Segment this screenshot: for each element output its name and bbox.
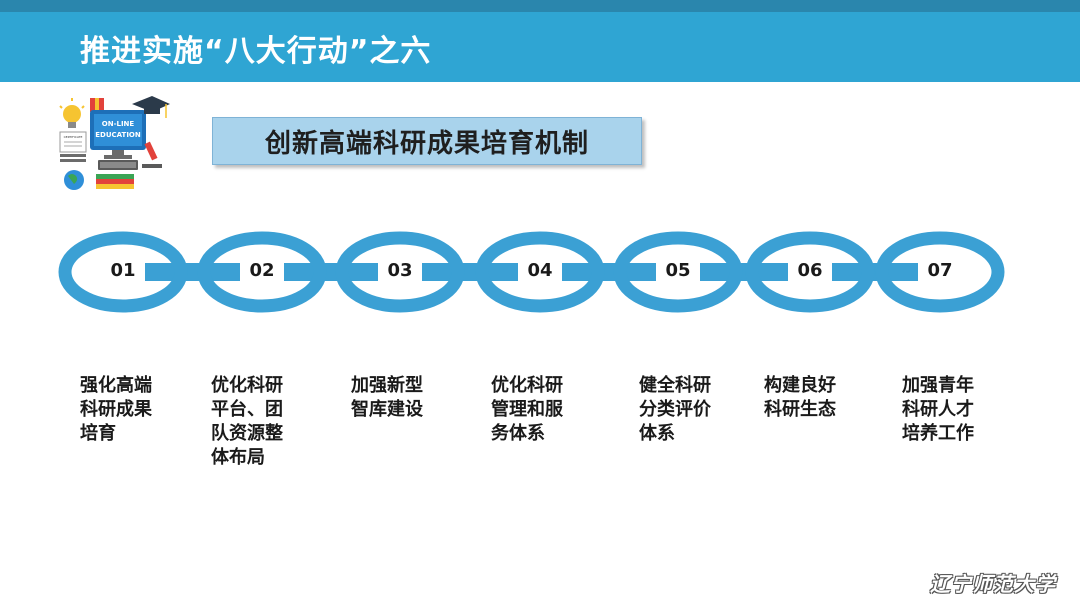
certificate-icon: CERTIFICATE <box>59 131 87 162</box>
top-accent-strip <box>0 0 1080 12</box>
graduation-cap-icon <box>132 96 170 118</box>
chain-connector <box>272 263 390 281</box>
chain-link-06 <box>745 231 875 313</box>
screen-text-line1: ON-LINE <box>102 120 135 128</box>
keyboard-icon <box>98 160 138 170</box>
chain-number-pad <box>518 260 562 284</box>
chain-item-description: 加强青年科研人才培养工作 <box>902 374 997 446</box>
description-line: 体布局 <box>211 447 265 468</box>
chain-number-02: 02 <box>249 260 275 281</box>
university-logo-text: 辽宁师范大学 <box>930 572 1056 596</box>
description-line: 优化科研 <box>491 375 563 396</box>
chain-connector <box>820 263 930 281</box>
chain-number-06: 06 <box>797 260 823 281</box>
certificate-text: CERTIFICATE <box>64 135 83 139</box>
description-line: 科研生态 <box>764 399 836 420</box>
description-line: 科研人才 <box>902 399 974 420</box>
description-line: 强化高端 <box>80 375 152 396</box>
chain-number-05: 05 <box>665 260 691 281</box>
chain-link-02 <box>197 231 327 313</box>
chain-number-pad <box>788 260 832 284</box>
chain-item-description: 优化科研平台、团队资源整体布局 <box>211 374 306 470</box>
subtitle: 创新高端科研成果培育机制 <box>264 128 589 159</box>
description-line: 构建良好 <box>764 375 836 396</box>
chain-item-description: 健全科研分类评价体系 <box>639 374 734 446</box>
chain-number-03: 03 <box>387 260 413 281</box>
description-line: 务体系 <box>491 423 545 444</box>
lightbulb-icon <box>59 98 85 128</box>
chain-connector <box>410 263 530 281</box>
description-line: 优化科研 <box>211 375 283 396</box>
chain-item-description: 加强新型智库建设 <box>351 374 446 422</box>
microscope-icon <box>142 141 162 168</box>
chain-number-pad <box>240 260 284 284</box>
online-education-illustration: ON-LINE EDUCATION CERTIFICATE <box>52 92 172 194</box>
description-line: 加强青年 <box>902 375 974 396</box>
chain-number-pad <box>656 260 700 284</box>
monitor-icon: ON-LINE EDUCATION <box>90 110 146 159</box>
title-banner: 推进实施“八大行动”之六 <box>0 12 1080 82</box>
chain-number-pad <box>101 260 145 284</box>
description-line: 平台、团 <box>211 399 283 420</box>
description-line: 培育 <box>80 423 116 444</box>
description-line: 智库建设 <box>351 399 423 420</box>
chain-link-05 <box>613 231 743 313</box>
description-line: 培养工作 <box>902 423 974 444</box>
description-line: 体系 <box>639 423 675 444</box>
chain-item-description: 强化高端科研成果培育 <box>80 374 175 446</box>
chain-number-01: 01 <box>110 260 136 281</box>
chain-item-description: 优化科研管理和服务体系 <box>491 374 586 446</box>
chain-link-07 <box>875 231 1005 313</box>
description-line: 队资源整 <box>211 423 283 444</box>
chain-number-pad <box>918 260 962 284</box>
chain-link-03 <box>335 231 465 313</box>
page-title: 推进实施“八大行动”之六 <box>80 34 432 69</box>
description-line: 科研成果 <box>80 399 152 420</box>
chain-connector <box>550 263 668 281</box>
screen-text-line2: EDUCATION <box>95 131 141 139</box>
description-line: 分类评价 <box>639 399 711 420</box>
books-icon <box>96 174 134 189</box>
description-line: 加强新型 <box>351 375 423 396</box>
gift-box-icon <box>90 98 104 112</box>
chain-link-04 <box>475 231 605 313</box>
chain-number-pad <box>378 260 422 284</box>
chain-number-04: 04 <box>527 260 553 281</box>
description-line: 健全科研 <box>639 375 711 396</box>
chain-item-description: 构建良好科研生态 <box>764 374 859 422</box>
chain-link-01 <box>58 231 188 313</box>
globe-icon <box>64 170 84 190</box>
chain-number-07: 07 <box>927 260 953 281</box>
subtitle-box: 创新高端科研成果培育机制 <box>212 117 642 165</box>
chain-connector <box>688 263 800 281</box>
description-line: 管理和服 <box>491 399 563 420</box>
chain-connector <box>133 263 252 281</box>
